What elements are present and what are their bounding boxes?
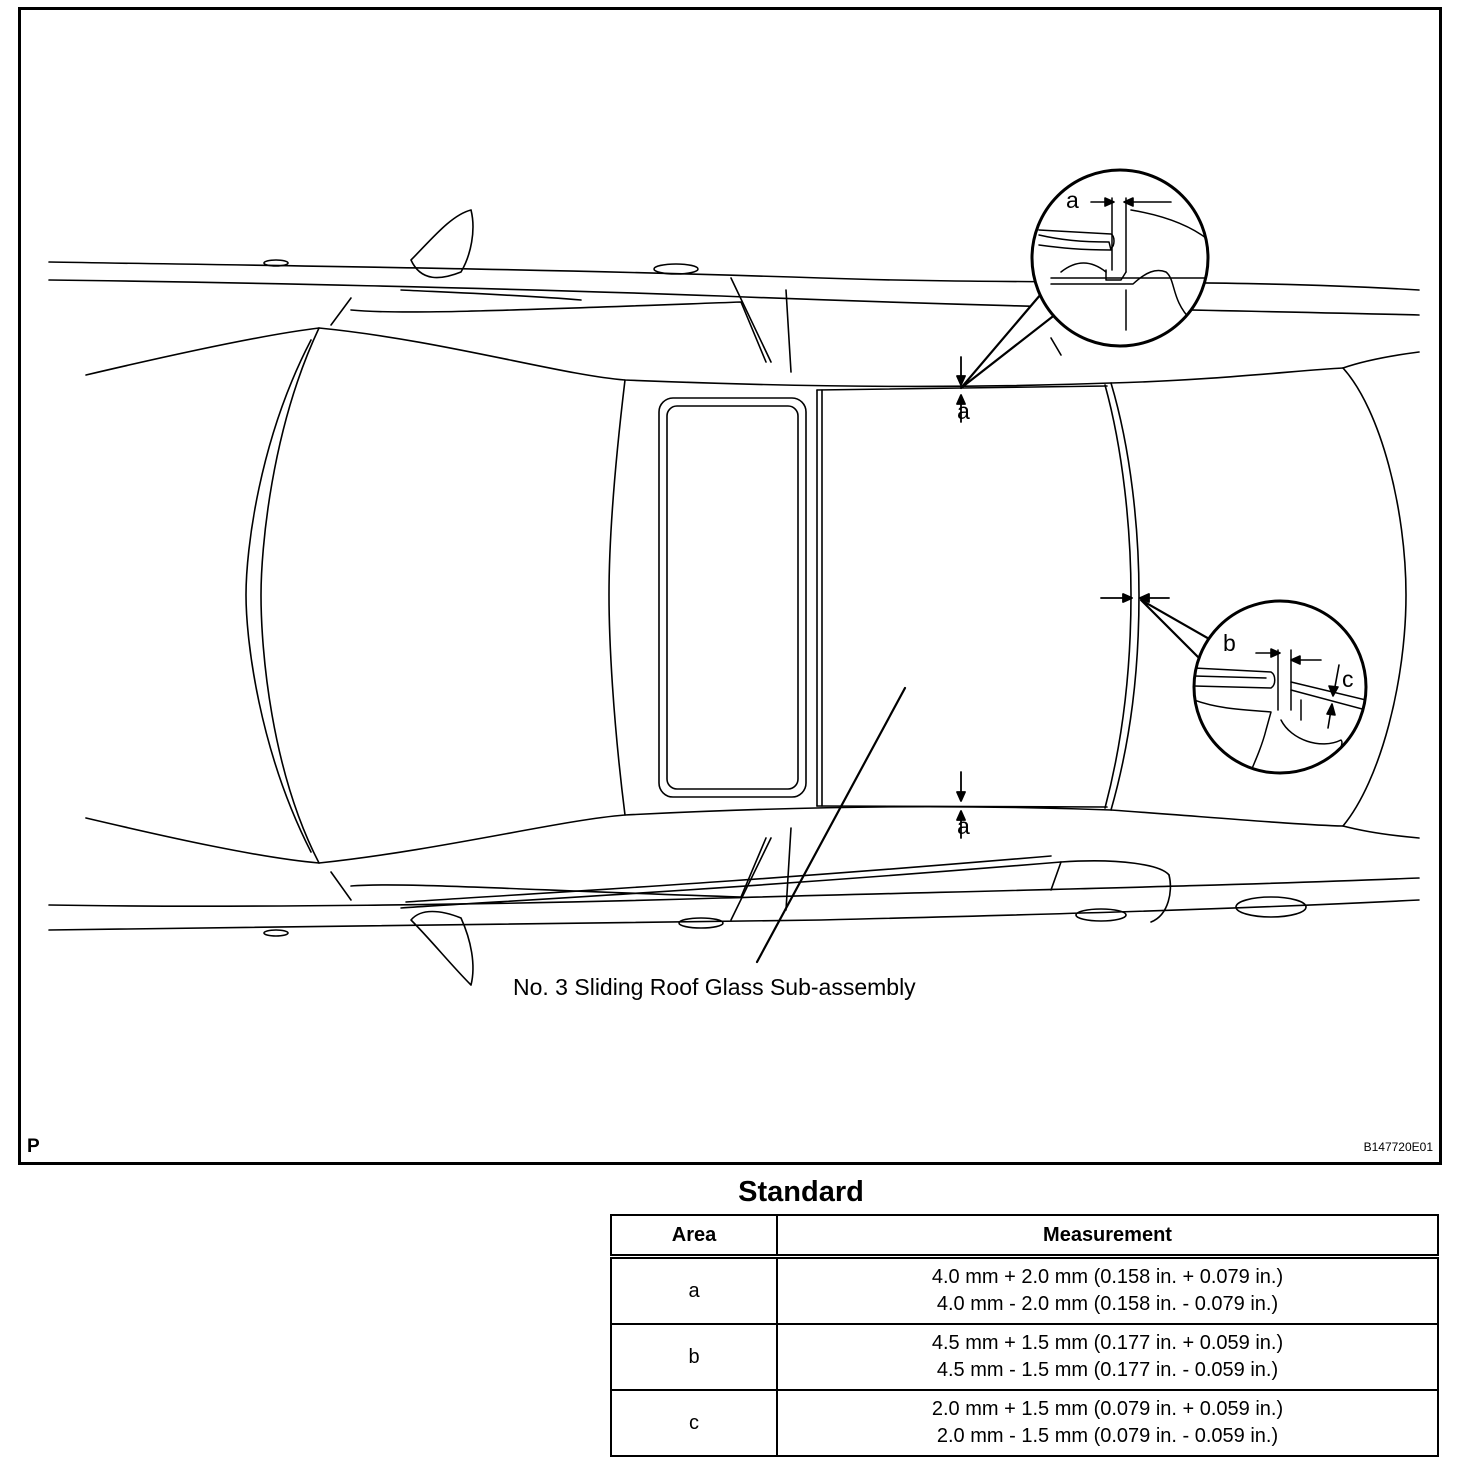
- measurement-upper: 2.0 mm + 1.5 mm (0.079 in. + 0.059 in.): [931, 1398, 1284, 1420]
- measurement-lower: 2.0 mm - 1.5 mm (0.079 in. - 0.059 in.): [936, 1425, 1279, 1447]
- measurement-lower: 4.5 mm - 1.5 mm (0.177 in. - 0.059 in.): [936, 1359, 1279, 1381]
- standard-table: Area Measurement a 4.0 mm + 2.0 mm (0.15…: [610, 1214, 1439, 1457]
- area-cell: b: [610, 1323, 778, 1391]
- gap-a-bottom-label: a: [957, 813, 970, 839]
- detail-b-label: b: [1223, 630, 1236, 656]
- area-header: Area: [610, 1214, 778, 1258]
- detail-circle-b: [1192, 599, 1368, 775]
- table-row: c 2.0 mm + 1.5 mm (0.079 in. + 0.059 in.…: [610, 1389, 1439, 1457]
- figure-code: B147720E01: [1363, 1140, 1433, 1154]
- measurement-cell: 4.5 mm + 1.5 mm (0.177 in. + 0.059 in.) …: [776, 1323, 1439, 1391]
- measurement-lower: 4.0 mm - 2.0 mm (0.158 in. - 0.079 in.): [936, 1293, 1279, 1315]
- gap-a-bottom-indicator: [956, 771, 966, 839]
- table-header-row: Area Measurement: [610, 1214, 1439, 1258]
- measurement-header: Measurement: [776, 1214, 1439, 1258]
- measurement-cell: 4.0 mm + 2.0 mm (0.158 in. + 0.079 in.) …: [776, 1255, 1439, 1325]
- gap-b-indicator: [1100, 593, 1170, 603]
- detail-a-label: a: [1066, 187, 1079, 213]
- detail-c-label: c: [1342, 666, 1354, 692]
- gap-a-top-label: a: [957, 398, 970, 424]
- car-roof-diagram: [48, 168, 1420, 986]
- car-body-outline: [48, 209, 1420, 986]
- table-row: b 4.5 mm + 1.5 mm (0.177 in. + 0.059 in.…: [610, 1323, 1439, 1391]
- table-row: a 4.0 mm + 2.0 mm (0.158 in. + 0.079 in.…: [610, 1255, 1439, 1325]
- measurement-upper: 4.0 mm + 2.0 mm (0.158 in. + 0.079 in.): [931, 1266, 1284, 1288]
- part-callout-label: No. 3 Sliding Roof Glass Sub-assembly: [513, 974, 916, 1000]
- corner-mark: P: [27, 1136, 40, 1157]
- measurement-upper: 4.5 mm + 1.5 mm (0.177 in. + 0.059 in.): [931, 1332, 1284, 1354]
- gap-a-top-indicator: [956, 356, 966, 423]
- area-cell: a: [610, 1255, 778, 1325]
- detail-circle-a: [1030, 168, 1210, 348]
- detail-b-leader: [1139, 598, 1213, 660]
- area-cell: c: [610, 1389, 778, 1457]
- callout-leader-line: [755, 686, 907, 964]
- diagram-frame: a a a b c No. 3 Sliding Roof Glass Sub-a…: [18, 7, 1442, 1165]
- measurement-cell: 2.0 mm + 1.5 mm (0.079 in. + 0.059 in.) …: [776, 1389, 1439, 1457]
- standard-title: Standard: [738, 1176, 864, 1208]
